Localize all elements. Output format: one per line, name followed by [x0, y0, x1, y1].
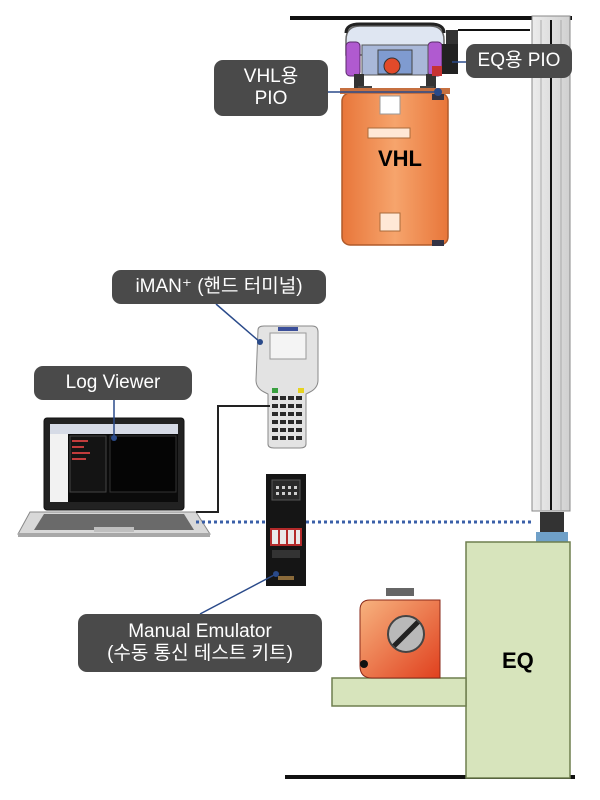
vhl-pio-label-line2: PIO — [254, 88, 288, 109]
manual-emulator-board — [266, 474, 306, 586]
handheld-to-laptop-cable — [196, 405, 270, 513]
vhl-gripper-assembly — [344, 22, 446, 92]
laptop — [17, 417, 211, 537]
vhl-pio-label-line1: VHL용 — [243, 66, 299, 87]
eq-body — [465, 541, 571, 779]
eq-shelf — [331, 677, 467, 707]
iman-callout: iMAN⁺ (핸드 터미널) — [112, 270, 326, 304]
eq-pio-label: EQ용 PIO — [477, 50, 561, 71]
eq-pio-sensor-base — [536, 532, 568, 542]
eq-label: EQ — [502, 648, 534, 673]
manual-emulator-leader — [199, 573, 277, 615]
ceiling-rail — [290, 16, 572, 20]
vhl-pio-callout: VHL용 PIO — [214, 60, 328, 116]
iman-label: iMAN⁺ (핸드 터미널) — [135, 276, 303, 297]
log-viewer-callout: Log Viewer — [34, 366, 192, 400]
iman-leader — [215, 303, 261, 343]
floor-rail — [285, 775, 575, 779]
handheld-terminal — [255, 325, 319, 449]
vhl-body — [340, 88, 450, 246]
eq-pio-callout: EQ용 PIO — [466, 44, 572, 78]
vertical-lift-column — [531, 15, 571, 512]
vhl-label: VHL — [378, 146, 422, 171]
rotary-switch-box — [359, 588, 441, 679]
log-viewer-label: Log Viewer — [65, 372, 161, 393]
vhl-eq-pio-device — [442, 44, 458, 74]
manual-emulator-label-line2: (수동 통신 테스트 키트) — [107, 643, 293, 664]
manual-emulator-callout: Manual Emulator (수동 통신 테스트 키트) — [78, 614, 322, 672]
manual-emulator-label-line1: Manual Emulator — [128, 621, 272, 642]
